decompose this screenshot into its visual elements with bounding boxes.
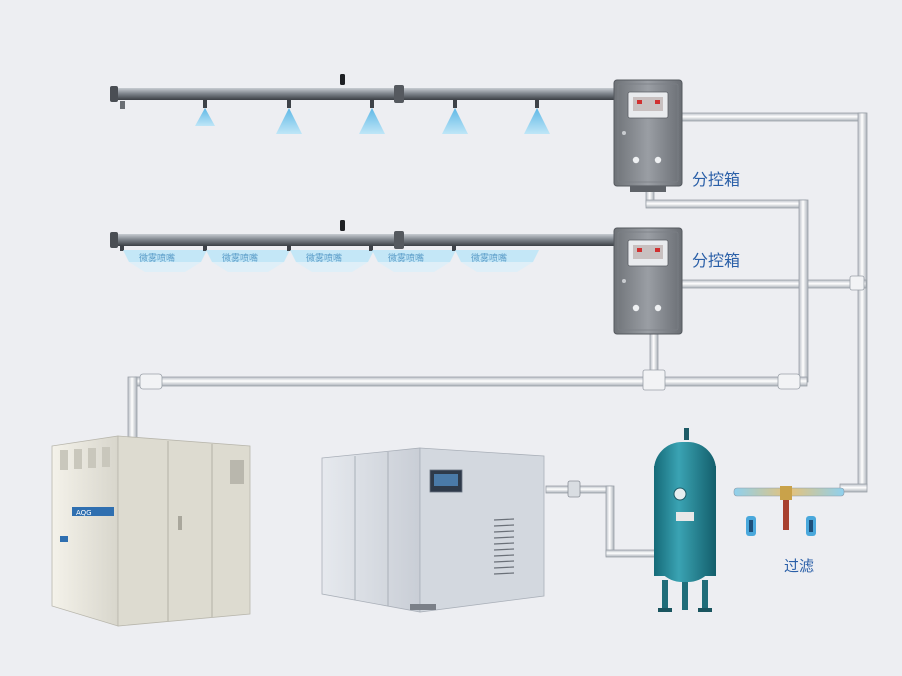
- nozzle-bar-1: [110, 74, 620, 134]
- mist-nozzle: 微雾喷嘴: [203, 246, 290, 272]
- nozzle-row-2: 微雾喷嘴 微雾喷嘴 微雾喷嘴 微雾喷嘴 微雾喷嘴: [120, 246, 539, 272]
- nozzle-tag: 微雾喷嘴: [306, 252, 342, 264]
- nozzle-tag: 微雾喷嘴: [139, 252, 175, 264]
- nozzle-tag: 微雾喷嘴: [388, 252, 424, 264]
- chiller-brand-mark: AQG: [76, 509, 92, 517]
- pipe-network: [127, 112, 868, 558]
- spray-nozzle: [359, 100, 385, 134]
- control-box-2-label: 分控箱: [692, 251, 740, 270]
- compressor-vent: [493, 518, 515, 575]
- spray-nozzle: [195, 100, 215, 126]
- control-box-2[interactable]: [613, 227, 683, 335]
- mist-nozzle: 微雾喷嘴: [452, 246, 539, 272]
- spray-nozzle: [524, 100, 550, 134]
- spray-nozzle: [276, 100, 302, 134]
- nozzle-row-1: [195, 100, 550, 134]
- spray-nozzle: [442, 100, 468, 134]
- filter-label: 过滤: [784, 557, 814, 575]
- filter-assembly: [733, 486, 845, 536]
- nozzle-tag: 微雾喷嘴: [471, 252, 507, 264]
- air-tank: [654, 428, 716, 612]
- mist-nozzle: 微雾喷嘴: [369, 246, 456, 272]
- water-treatment-cabinet: AQG: [51, 435, 251, 627]
- control-box-1-label: 分控箱: [692, 170, 740, 189]
- nozzle-bar-2: 微雾喷嘴 微雾喷嘴 微雾喷嘴 微雾喷嘴 微雾喷嘴: [110, 220, 620, 272]
- nozzle-tag: 微雾喷嘴: [222, 252, 258, 264]
- mist-nozzle: 微雾喷嘴: [287, 246, 374, 272]
- mist-nozzle: 微雾喷嘴: [120, 246, 207, 272]
- control-box-1[interactable]: [613, 79, 683, 192]
- air-compressor: [321, 447, 545, 613]
